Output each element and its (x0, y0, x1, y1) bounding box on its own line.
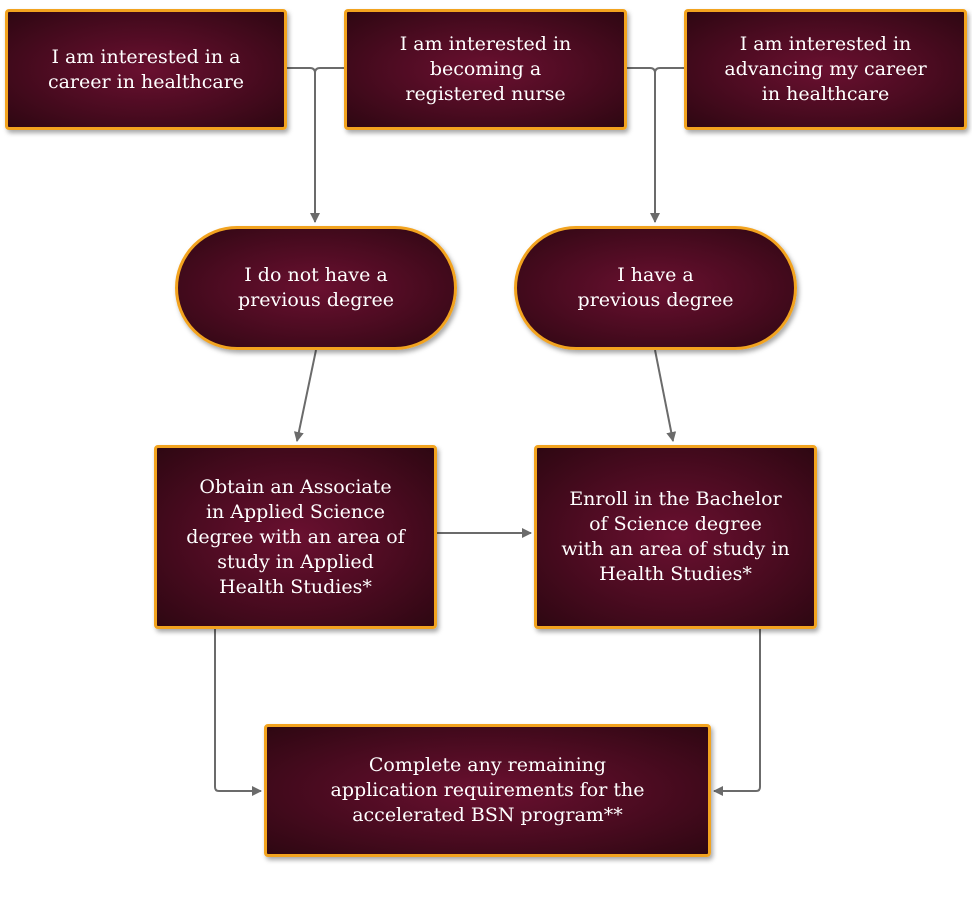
connector-nurse-to-has-degree (627, 67, 656, 74)
decision-node-has-previous-degree: I have a previous degree (514, 226, 797, 350)
step-node-label: Obtain an Associate in Applied Science d… (186, 475, 405, 598)
decision-node-no-previous-degree: I do not have a previous degree (175, 226, 457, 350)
start-node-advancing-career: I am interested in advancing my career i… (684, 9, 967, 130)
step-node-label: Enroll in the Bachelor of Science degree… (561, 488, 790, 585)
decision-node-label: I have a previous degree (577, 264, 734, 311)
step-node-associate-degree: Obtain an Associate in Applied Science d… (154, 445, 437, 629)
arrow-no-degree-to-associate (293, 349, 317, 442)
final-node-label: Complete any remaining application requi… (330, 754, 645, 826)
connector-advancing-to-has-degree (654, 67, 684, 74)
arrow-associate-to-final (214, 629, 262, 796)
connector-nurse-to-no-degree (314, 67, 344, 74)
start-node-registered-nurse: I am interested in becoming a registered… (344, 9, 627, 130)
start-node-career-in-healthcare: I am interested in a career in healthcar… (5, 9, 287, 130)
final-node-complete-requirements: Complete any remaining application requi… (264, 724, 711, 857)
start-node-label: I am interested in becoming a registered… (399, 33, 572, 105)
start-node-label: I am interested in a career in healthcar… (47, 45, 245, 93)
connector-career-to-no-degree (287, 67, 316, 74)
decision-node-label: I do not have a previous degree (238, 264, 394, 311)
start-node-label: I am interested in advancing my career i… (724, 33, 927, 105)
arrow-has-degree-to-bachelor (654, 349, 677, 442)
step-node-bachelor-degree: Enroll in the Bachelor of Science degree… (534, 445, 817, 629)
arrow-bachelor-to-final (713, 629, 761, 796)
